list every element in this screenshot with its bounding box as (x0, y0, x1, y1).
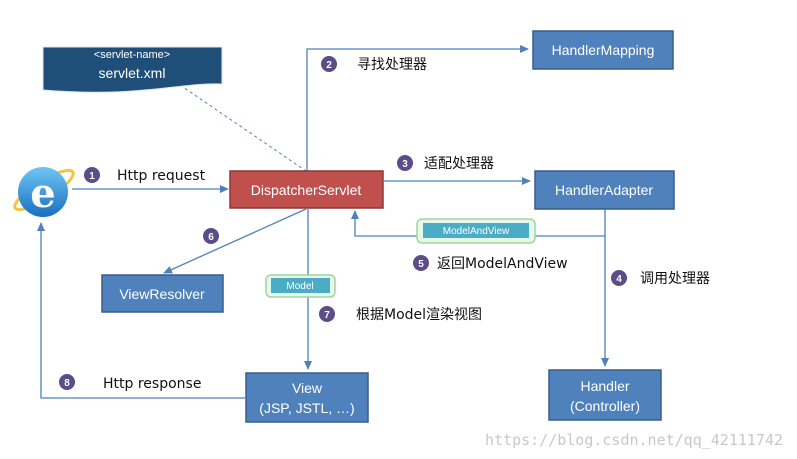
step-4: 4 调用处理器 (611, 270, 710, 287)
step-3-label: 适配处理器 (424, 156, 494, 172)
svg-text:8: 8 (64, 378, 70, 389)
modelandview-tag-text: ModelAndView (443, 226, 510, 237)
arrow-http-response (37, 222, 245, 399)
view-sublabel: (JSP, JSTL, …) (259, 400, 354, 416)
dashed-config-link (179, 84, 307, 172)
svg-text:5: 5 (418, 259, 424, 270)
svg-text:7: 7 (324, 310, 330, 321)
step-5-label: 返回ModelAndView (437, 256, 568, 272)
view-resolver-box: ViewResolver (101, 274, 224, 313)
svg-text:3: 3 (402, 159, 408, 170)
handler-box: Handler (Controller) (548, 369, 662, 421)
handler-mapping-label: HandlerMapping (552, 42, 655, 58)
servlet-xml-document: <servlet-name> servlet.xml (42, 46, 223, 93)
step-2: 2 寻找处理器 (321, 56, 427, 73)
svg-text:e: e (30, 170, 55, 217)
step-1-label: Http request (117, 168, 206, 184)
step-2-label: 寻找处理器 (357, 57, 427, 73)
step-7: 7 根据Model渲染视图 (319, 306, 482, 323)
watermark-text: https://blog.csdn.net/qq_42111742 (485, 431, 783, 449)
step-5: 5 返回ModelAndView (413, 255, 568, 272)
step-3: 3 适配处理器 (397, 155, 494, 172)
handler-adapter-box: HandlerAdapter (534, 170, 675, 210)
servlet-name-text: <servlet-name> (94, 49, 170, 61)
view-box: View (JSP, JSTL, …) (245, 372, 369, 423)
view-resolver-label: ViewResolver (119, 286, 205, 302)
view-label: View (292, 380, 323, 396)
svg-text:1: 1 (89, 171, 95, 182)
handler-label: Handler (580, 378, 629, 394)
dispatcher-servlet-label: DispatcherServlet (251, 182, 362, 198)
step-8-label: Http response (103, 376, 201, 392)
browser-icon: e (13, 167, 75, 217)
handler-sublabel: (Controller) (570, 398, 640, 414)
modelandview-tag: ModelAndView (416, 218, 536, 244)
arrow-view-resolver (163, 208, 307, 274)
step-6: 6 (203, 228, 219, 244)
handler-mapping-box: HandlerMapping (532, 30, 674, 70)
dispatcher-servlet-box: DispatcherServlet (229, 170, 384, 209)
model-tag: Model (265, 274, 336, 298)
step-1: 1 Http request (84, 167, 206, 184)
arrow-find-handler (306, 45, 529, 171)
svg-text:2: 2 (326, 60, 332, 71)
model-tag-text: Model (286, 281, 313, 292)
step-7-label: 根据Model渲染视图 (356, 307, 482, 323)
svg-text:6: 6 (208, 232, 214, 243)
step-8: 8 Http response (59, 374, 201, 392)
svg-text:4: 4 (616, 274, 622, 285)
handler-adapter-label: HandlerAdapter (555, 182, 653, 198)
step-4-label: 调用处理器 (640, 271, 710, 287)
servlet-xml-text: servlet.xml (99, 65, 166, 81)
